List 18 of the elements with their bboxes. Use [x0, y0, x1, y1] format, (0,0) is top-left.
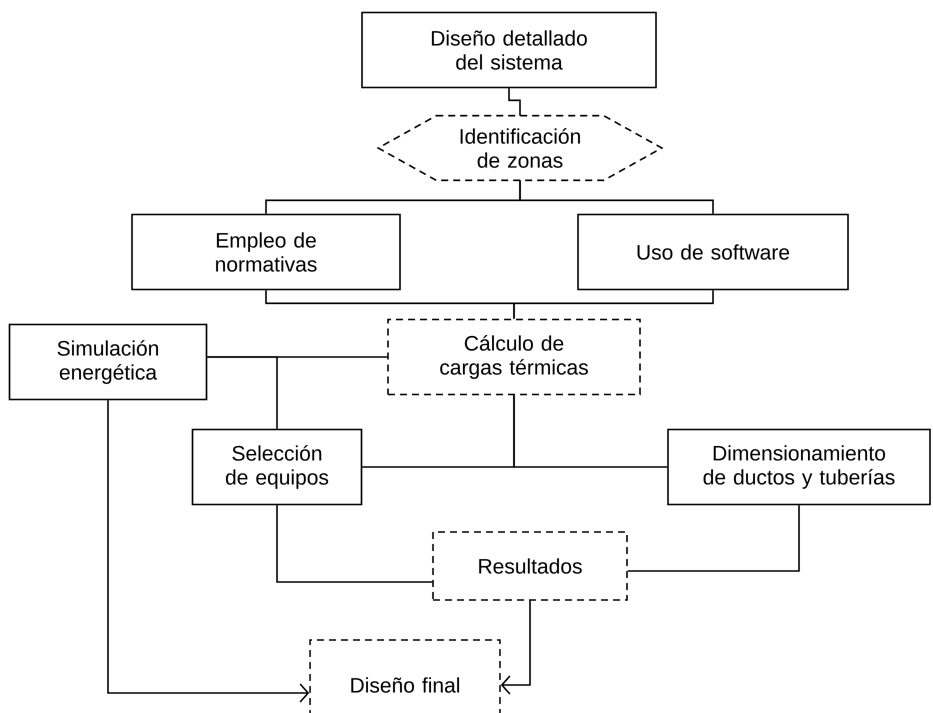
process-box: Empleo de normativas [131, 214, 401, 290]
connector [508, 88, 521, 116]
process-box: Diseño final [309, 639, 501, 713]
connector [628, 505, 800, 572]
process-box: Uso de software [577, 214, 849, 290]
process-box: Simulación energética [8, 324, 208, 400]
connector [513, 395, 668, 468]
process-box: Dimensionamiento de ductos y tuberías [667, 428, 931, 506]
process-box: Selección de equipos [192, 428, 362, 506]
process-box: Diseño detallado del sistema [361, 12, 657, 88]
process-box: Resultados [432, 531, 628, 601]
connector [107, 400, 310, 703]
connector [513, 290, 714, 319]
connector [500, 600, 531, 695]
process-box: Cálculo de cargas térmicas [387, 318, 641, 396]
connector [519, 180, 714, 214]
connector [276, 505, 432, 583]
connector [207, 356, 278, 429]
